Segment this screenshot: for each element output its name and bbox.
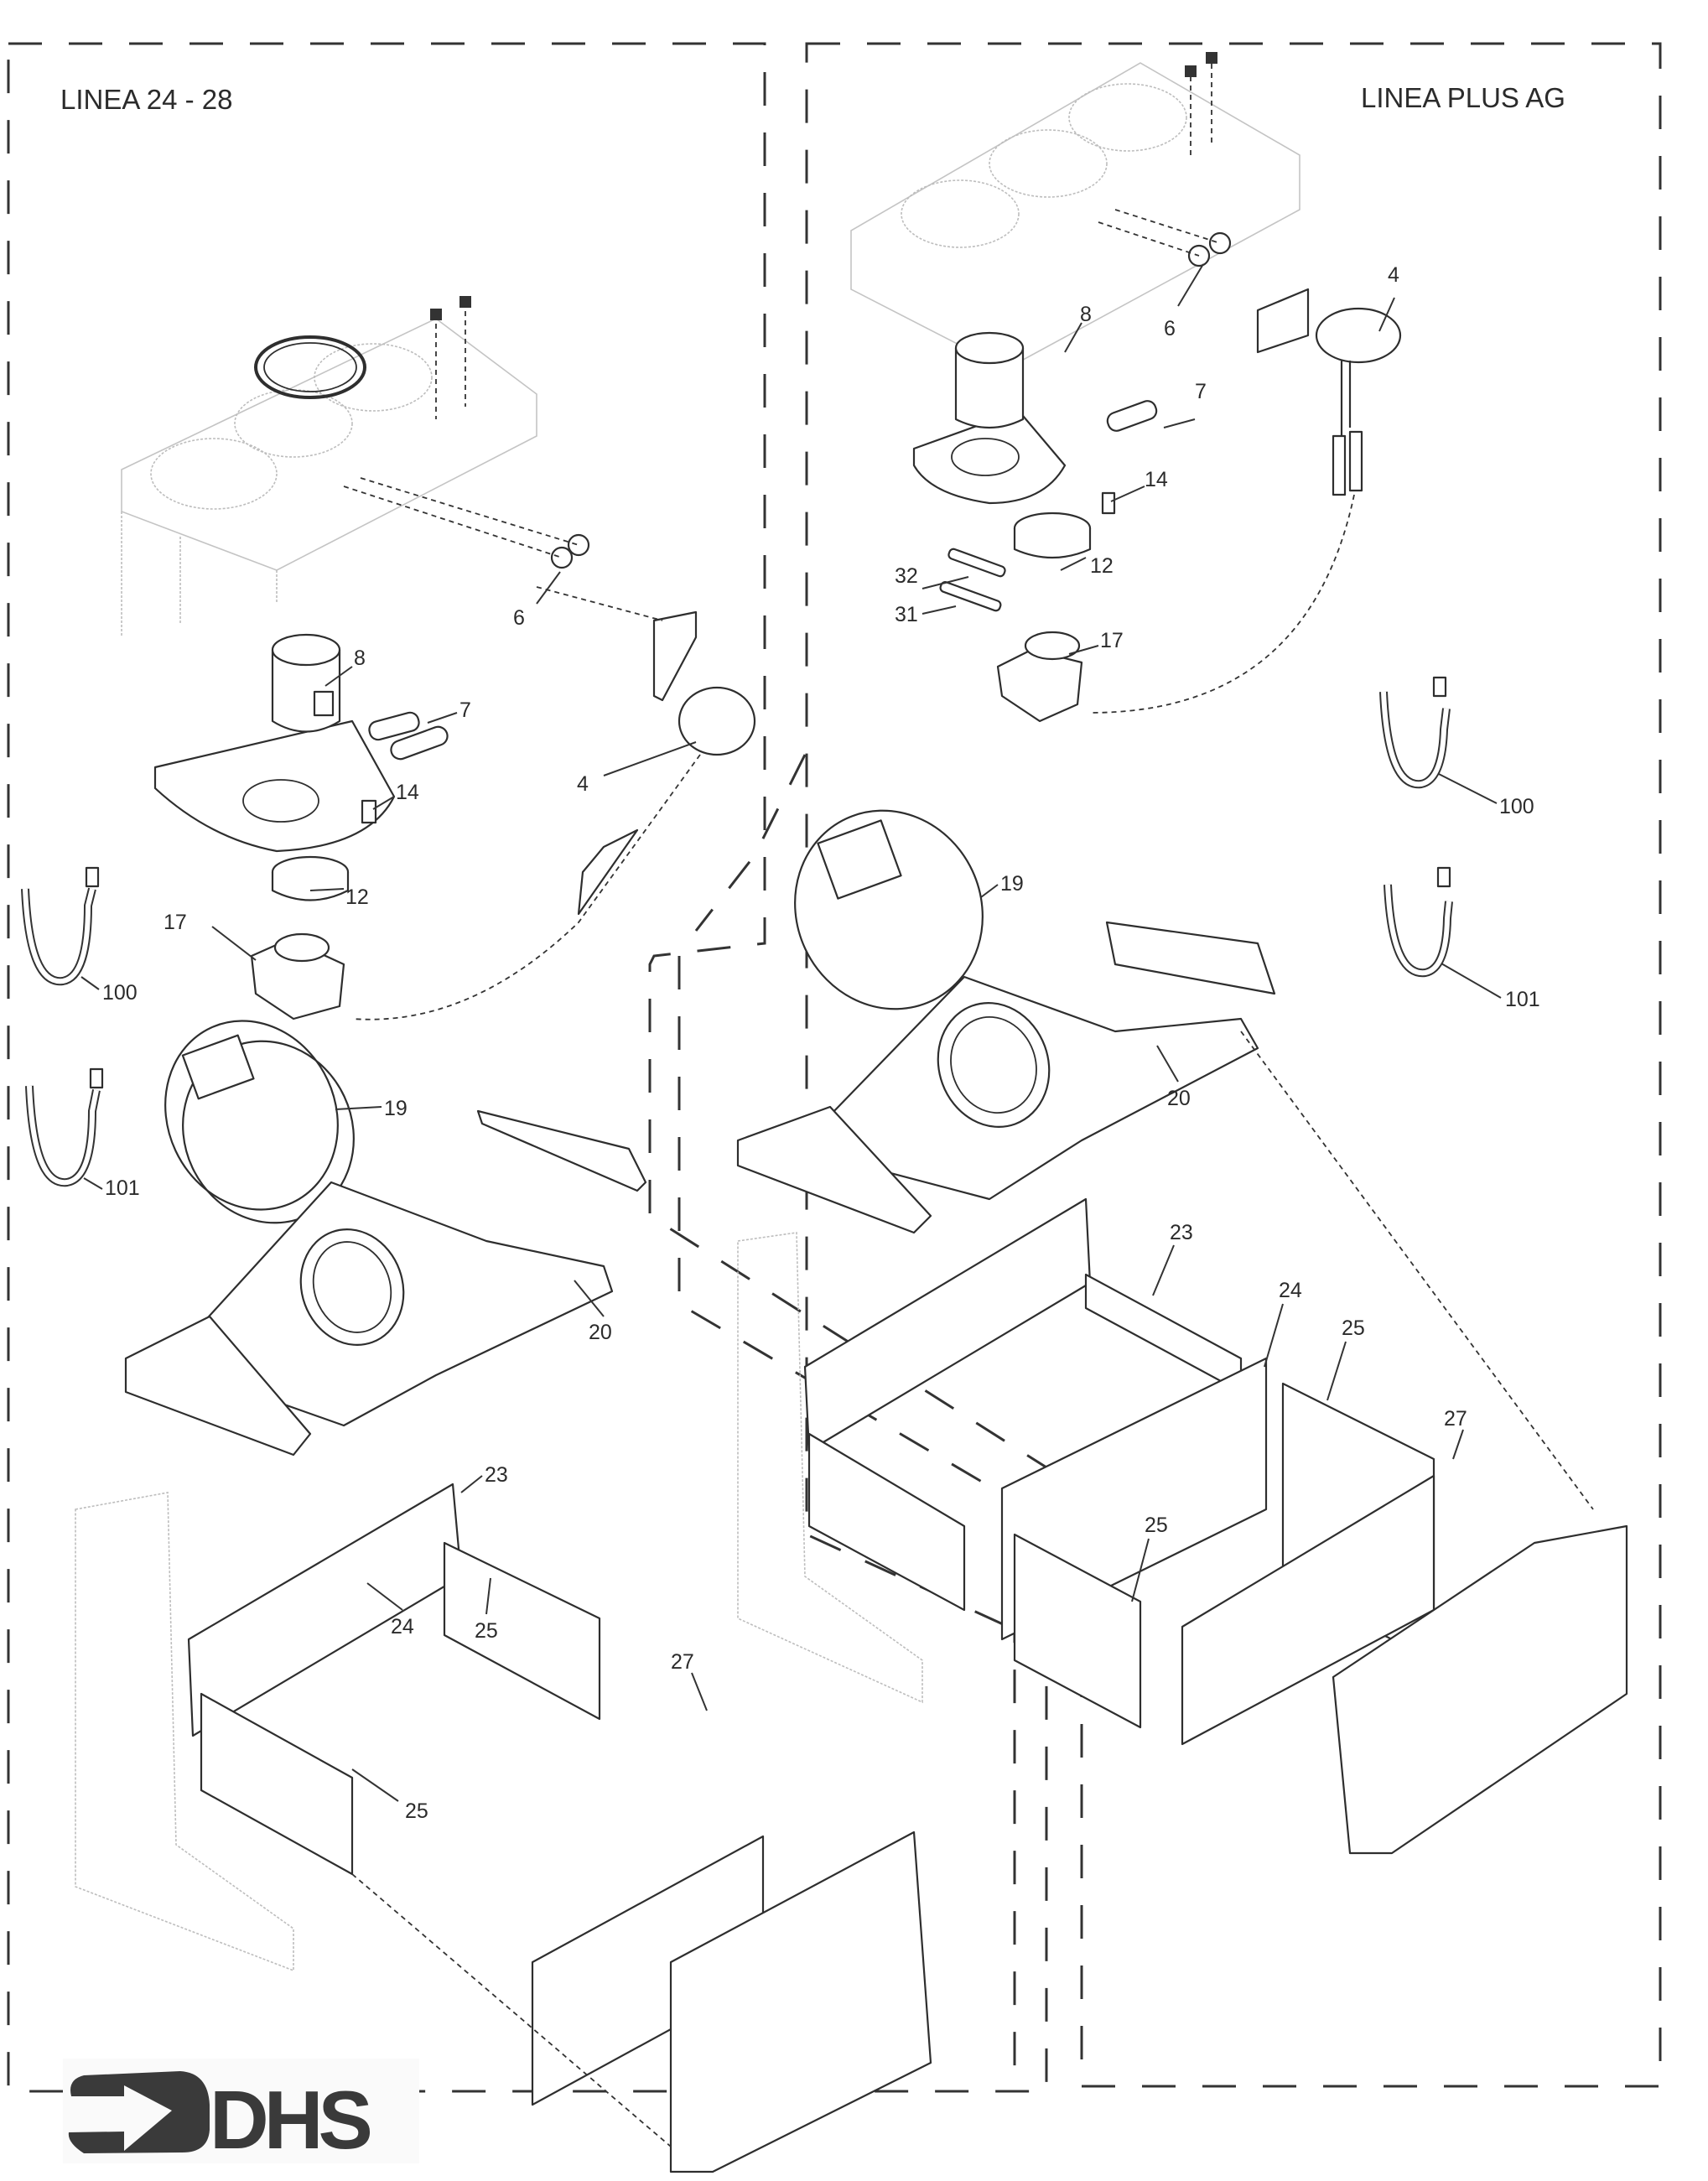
- harness-100: [21, 887, 96, 986]
- logo-text: DHS: [210, 2074, 371, 2166]
- left-part-12-clamp-band: [271, 855, 350, 901]
- callout-r-24: 24: [1279, 1279, 1302, 1302]
- left-part-17-venturi: [250, 932, 345, 1020]
- arrow-bracket-logo-icon: [68, 2071, 210, 2153]
- left-boiler-top-ghost: [121, 318, 537, 637]
- dhs-logo: DHS: [63, 2059, 419, 2166]
- left-part-23-24-25-frame: [187, 1483, 601, 1876]
- right-part-7-sensor: [1106, 400, 1158, 432]
- left-callouts: 8 7 6 4 14 12 17 19 20 23 24 25 25 27 10…: [80, 571, 708, 1823]
- left-part-20-air-box: [124, 1109, 647, 1457]
- callout-12: 12: [345, 885, 369, 909]
- harness-101: [25, 1085, 101, 1187]
- left-side-panel-ghost: [75, 1492, 294, 1972]
- right-panel-title: LINEA PLUS AG: [1361, 82, 1565, 113]
- right-boiler-top-ghost: [850, 62, 1300, 370]
- callout-8: 8: [354, 647, 366, 670]
- callout-17: 17: [164, 911, 187, 934]
- left-part-4-pressure-switch: [536, 586, 756, 756]
- callout-r-19: 19: [1000, 872, 1024, 896]
- right-part-17-venturi: [996, 631, 1083, 723]
- callout-r-100: 100: [1499, 795, 1534, 818]
- left-part-19-fan: [164, 1020, 355, 1224]
- callout-r-14: 14: [1145, 468, 1168, 491]
- left-part-6-knobs: [343, 477, 590, 569]
- left-part-27-panel: [531, 1830, 932, 2173]
- callout-25a: 25: [475, 1619, 498, 1643]
- callout-r-25a: 25: [1342, 1316, 1365, 1340]
- callout-r-7: 7: [1195, 380, 1207, 403]
- left-wiring-harnesses: [21, 866, 104, 1187]
- callout-r-6: 6: [1164, 317, 1176, 340]
- right-part-6-knobs: [1098, 209, 1232, 267]
- callout-r-27: 27: [1444, 1407, 1467, 1431]
- left-silicone-tube: [577, 828, 639, 916]
- right-wiring-harnesses: [1379, 676, 1453, 978]
- callout-r-4: 4: [1388, 263, 1399, 287]
- right-panel-frame: [805, 42, 1662, 2088]
- callout-r-25b: 25: [1145, 1514, 1168, 1537]
- callout-r-32: 32: [895, 564, 918, 588]
- gasket-ring: [254, 335, 366, 399]
- callout-100: 100: [102, 981, 138, 1005]
- callout-25b: 25: [405, 1799, 428, 1823]
- callout-101: 101: [105, 1176, 140, 1200]
- panel-frames: [7, 42, 1662, 2093]
- right-part-20-air-box: [736, 921, 1276, 1234]
- callout-7: 7: [459, 698, 471, 722]
- right-part-19-fan: [794, 809, 984, 1010]
- right-part-31-32-electrodes: [939, 548, 1006, 612]
- callout-r-12: 12: [1090, 554, 1114, 578]
- right-part-8-flue-adapter: [912, 331, 1067, 505]
- right-part-14-clip: [1101, 491, 1116, 515]
- right-side-panel-ghost: [737, 1232, 923, 1704]
- right-callouts: 4 6 7 8 12 14 17 32 31 19 20 23 24 25 25…: [895, 263, 1540, 1602]
- callout-r-8: 8: [1080, 303, 1092, 326]
- callout-19: 19: [384, 1097, 408, 1120]
- left-part-14-clip: [361, 799, 377, 824]
- left-panel-frame: [7, 42, 1048, 2093]
- callout-20: 20: [589, 1321, 612, 1344]
- left-part-8-flue-adapter: [153, 633, 396, 853]
- callout-24: 24: [391, 1615, 414, 1638]
- left-part-7-sensor: [368, 711, 449, 761]
- right-assembly: [736, 52, 1628, 1855]
- callout-r-20: 20: [1167, 1087, 1191, 1110]
- callout-r-101: 101: [1505, 988, 1540, 1011]
- left-assembly: [75, 296, 932, 2173]
- right-part-4-pressure-switch: [1256, 288, 1402, 496]
- callout-r-17: 17: [1100, 629, 1124, 652]
- callout-14: 14: [396, 781, 419, 804]
- callout-23: 23: [485, 1463, 508, 1487]
- panel-separator-line: [694, 754, 807, 932]
- right-part-12-clamp-band: [1013, 511, 1092, 559]
- callout-r-23: 23: [1170, 1221, 1193, 1244]
- left-panel-title: LINEA 24 - 28: [60, 84, 232, 115]
- callout-6: 6: [513, 606, 525, 630]
- callout-27: 27: [671, 1650, 694, 1674]
- callout-r-31: 31: [895, 603, 918, 626]
- right-part-27-panel: [1181, 1474, 1628, 1855]
- callout-4: 4: [577, 772, 589, 796]
